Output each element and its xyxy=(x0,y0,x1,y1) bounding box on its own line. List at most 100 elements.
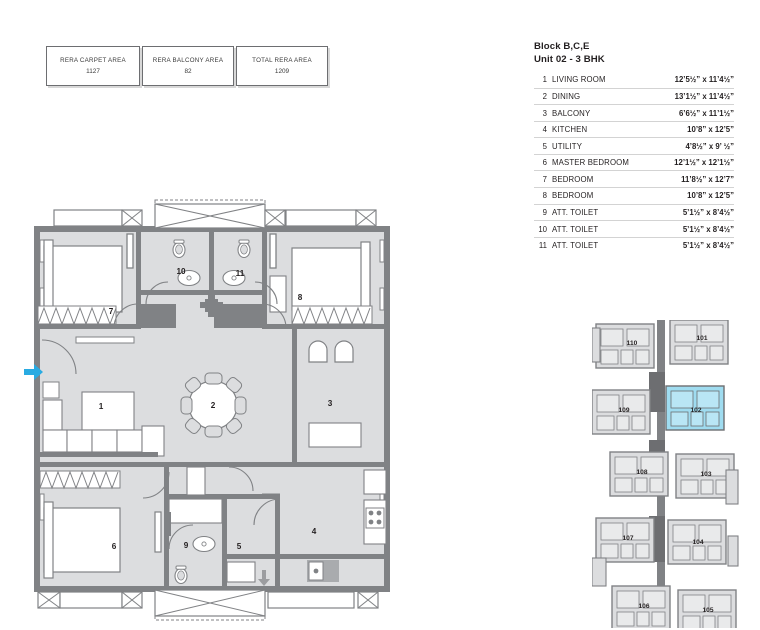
row-dimension: 5’1½” x 8’4½” xyxy=(654,236,734,254)
keyplan-label-103: 103 xyxy=(700,471,711,478)
row-number: 1 xyxy=(542,75,547,85)
room-label-5: 5 xyxy=(237,542,242,551)
rera-balcony-area-cell: RERA BALCONY AREA 82 xyxy=(142,46,234,86)
rera-carpet-area-label: RERA CARPET AREA xyxy=(60,57,126,64)
row-number: 11 xyxy=(534,236,552,254)
rera-balcony-area-value: 82 xyxy=(184,68,192,75)
bedroom-8-furniture xyxy=(261,233,373,329)
rera-area-table: RERA CARPET AREA 1127 RERA BALCONY AREA … xyxy=(46,46,328,86)
unit-floor-plan: 1 2 3 4 5 6 7 8 9 10 11 xyxy=(24,194,400,628)
door-swings xyxy=(186,466,254,496)
interior-walls xyxy=(38,230,386,590)
exterior-walls xyxy=(34,226,390,592)
toilet-11-fixtures xyxy=(222,239,278,305)
row-dimension: 12’1½” x 12’1½” xyxy=(654,153,734,171)
bedroom-7-furniture xyxy=(37,233,139,329)
master-bedroom-furniture xyxy=(39,470,170,579)
row-name: UTILITY xyxy=(552,137,655,155)
room-number-labels: 1 2 3 4 5 6 7 8 9 10 11 xyxy=(99,267,333,551)
row-name: KITCHEN xyxy=(552,120,655,138)
row-name: ATT. TOILET xyxy=(552,220,655,238)
keyplan-label-105: 105 xyxy=(702,607,713,614)
row-number: 2 xyxy=(534,87,552,105)
row-number: 6 xyxy=(534,153,552,171)
row-name: ATT. TOILET xyxy=(552,236,655,254)
utility-5-fixtures xyxy=(226,498,281,586)
keyplan-label-106: 106 xyxy=(638,603,649,610)
keyplan-label-109: 109 xyxy=(618,407,629,414)
shaft-column xyxy=(200,294,223,317)
entry-arrow-icon xyxy=(24,364,43,380)
building-key-plan: 110 101 109 102 108 103 107 104 106 105 xyxy=(592,320,740,628)
row-dimension: 4’8½” x 9’ ½” xyxy=(654,137,734,155)
room-label-1: 1 xyxy=(99,402,104,411)
toilet-9-fixtures xyxy=(166,498,223,585)
keyplan-label-110: 110 xyxy=(627,340,638,347)
rera-carpet-area-value: 1127 xyxy=(86,68,100,75)
room-label-7: 7 xyxy=(109,307,114,316)
row-number: 9 xyxy=(534,203,552,221)
block-title: Block B,C,E xyxy=(534,41,590,52)
total-rera-area-value: 1209 xyxy=(274,68,290,75)
total-rera-area-label: TOTAL RERA AREA xyxy=(252,57,312,64)
room-label-3: 3 xyxy=(328,399,333,408)
row-dimension: 12’5½” x 11’4½” xyxy=(674,75,734,85)
table-row: 1 LIVING ROOM 12’5½” x 11’4½” xyxy=(534,72,734,88)
row-name: ATT. TOILET xyxy=(552,203,655,221)
row-name: BALCONY xyxy=(552,104,655,122)
row-dimension: 6’6½” x 11’1½” xyxy=(654,104,734,122)
keyplan-unit-labels: 110 101 109 102 108 103 107 104 106 105 xyxy=(618,335,713,614)
room-label-11: 11 xyxy=(236,269,245,278)
row-name: BEDROOM xyxy=(552,170,655,188)
balcony-3-features xyxy=(308,340,362,448)
keyplan-label-108: 108 xyxy=(636,469,647,476)
row-number: 8 xyxy=(534,187,552,205)
toilet-10-fixtures xyxy=(145,239,201,305)
bottom-parapet xyxy=(154,615,266,621)
bottom-hatch-lines xyxy=(37,589,379,617)
keyplan-label-107: 107 xyxy=(622,535,633,542)
row-dimension: 11’8½” x 12’7” xyxy=(654,170,734,188)
keyplan-label-102: 102 xyxy=(690,407,701,414)
row-number: 4 xyxy=(534,120,552,138)
row-dimension: 5’1½” x 8’4½” xyxy=(654,220,734,238)
keyplan-unit-101[interactable] xyxy=(669,320,729,365)
keyplan-label-104: 104 xyxy=(692,539,703,546)
top-hatch-lines xyxy=(121,203,377,229)
room-label-10: 10 xyxy=(176,267,186,276)
room-label-4: 4 xyxy=(312,527,317,536)
rera-carpet-area-cell: RERA CARPET AREA 1127 xyxy=(46,46,140,86)
keyplan-unit-110[interactable] xyxy=(595,323,655,369)
keyplan-label-101: 101 xyxy=(696,335,707,342)
keyplan-edge-blocks xyxy=(592,327,739,587)
top-exterior-ledges xyxy=(53,203,377,229)
room-label-2: 2 xyxy=(211,401,216,410)
row-dimension: 13’1½” x 11’4½” xyxy=(654,87,734,105)
room-label-9: 9 xyxy=(184,541,189,550)
row-number: 7 xyxy=(534,170,552,188)
row-number: 3 xyxy=(534,104,552,122)
living-room-furniture xyxy=(40,336,165,457)
row-dimension: 5’1½” x 8’4½” xyxy=(654,203,734,221)
row-dimension: 10’8” x 12’5” xyxy=(654,120,734,138)
row-dimension: 10’8” x 12’5” xyxy=(654,187,734,205)
top-parapet xyxy=(154,199,266,205)
row-number: 5 xyxy=(534,137,552,155)
unit-title: Unit 02 - 3 BHK xyxy=(534,54,605,65)
dining-furniture xyxy=(180,372,247,438)
sink-counter-icon xyxy=(307,560,339,582)
row-name: DINING xyxy=(552,87,655,105)
rera-balcony-area-label: RERA BALCONY AREA xyxy=(152,57,224,64)
row-name: LIVING ROOM xyxy=(552,75,606,85)
